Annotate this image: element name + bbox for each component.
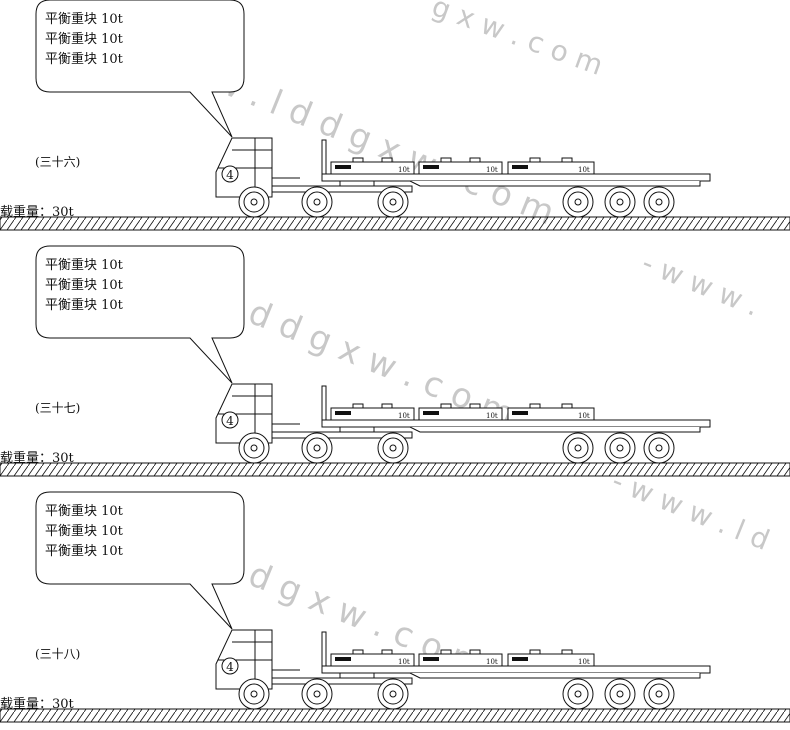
wheel [643,678,675,710]
wheel [562,678,594,710]
callout-balloon: 平衡重块 10t 平衡重块 10t 平衡重块 10t [35,245,245,384]
wheel [562,186,594,218]
ground-strip [0,462,790,477]
truck-badge-number: 4 [226,660,234,674]
block-mark: 10t [486,658,498,666]
wheel [301,186,333,218]
counterweight-block [330,157,415,175]
balloon-line: 平衡重块 10t [45,523,124,539]
headboard [321,385,327,421]
step-label: (三十八) [35,647,80,661]
balloon-line: 平衡重块 10t [45,297,124,313]
balloon-line: 平衡重块 10t [45,257,124,273]
balloon-line: 平衡重块 10t [45,277,124,293]
headboard [321,139,327,175]
counterweight-block [418,649,503,667]
wheel [238,432,270,464]
watermark-text-5: - w w w . l d [607,464,774,557]
balloon-line: 平衡重块 10t [45,543,124,559]
wheel [562,432,594,464]
headboard [321,631,327,667]
block-mark: 10t [398,166,410,174]
wheel [238,678,270,710]
wheel [377,678,409,710]
block-mark: 10t [578,166,590,174]
wheel [377,432,409,464]
counterweight-block [330,649,415,667]
counterweight-block [330,403,415,421]
scene-3: 平衡重块 10t 平衡重块 10t 平衡重块 10t (三十八) 载重量：30t 4 10t… [0,491,790,723]
load-capacity-label: 载重量：30t [0,204,75,220]
balloon-line: 平衡重块 10t [45,31,124,47]
balloon-line: 平衡重块 10t [45,503,124,519]
wheel [238,186,270,218]
block-mark: 10t [486,166,498,174]
ground-strip [0,708,790,723]
truck-badge-number: 4 [226,168,234,182]
wheel [643,432,675,464]
ground-strip [0,216,790,231]
counterweight-block [418,157,503,175]
counterweight-block [507,403,595,421]
callout-balloon: 平衡重块 10t 平衡重块 10t 平衡重块 10t [35,491,245,630]
truck-badge [221,411,239,429]
scene-2: 平衡重块 10t 平衡重块 10t 平衡重块 10t (三十七) 载重量：30t 4 10t… [0,245,790,477]
load-capacity-label: 载重量：30t [0,696,75,712]
balloon-line: 平衡重块 10t [45,51,124,67]
counterweight-block [507,649,595,667]
step-label: (三十六) [35,155,80,169]
wheel [643,186,675,218]
wheel [301,678,333,710]
block-mark: 10t [398,412,410,420]
block-mark: 10t [486,412,498,420]
wheel [301,432,333,464]
truck-badge-number: 4 [226,414,234,428]
block-mark: 10t [398,658,410,666]
step-label: (三十七) [35,401,80,415]
truck-badge [221,657,239,675]
wheel [604,432,636,464]
wheel [604,678,636,710]
wheel [377,186,409,218]
balloon-line: 平衡重块 10t [45,11,124,27]
watermark-text-3: - w w w . [637,246,764,323]
scene-1: 平衡重块 10t 平衡重块 10t 平衡重块 10t (三十六) 载重量：30t 4 10t… [0,0,790,231]
counterweight-block [418,403,503,421]
load-capacity-label: 载重量：30t [0,450,75,466]
block-mark: 10t [578,412,590,420]
watermark-text-1: g x w . c o m [428,0,608,82]
truck-cab [215,137,300,198]
block-mark: 10t [578,658,590,666]
counterweight-block [507,157,595,175]
callout-balloon: 平衡重块 10t 平衡重块 10t 平衡重块 10t [35,0,245,138]
wheel [604,186,636,218]
truck-badge [221,165,239,183]
